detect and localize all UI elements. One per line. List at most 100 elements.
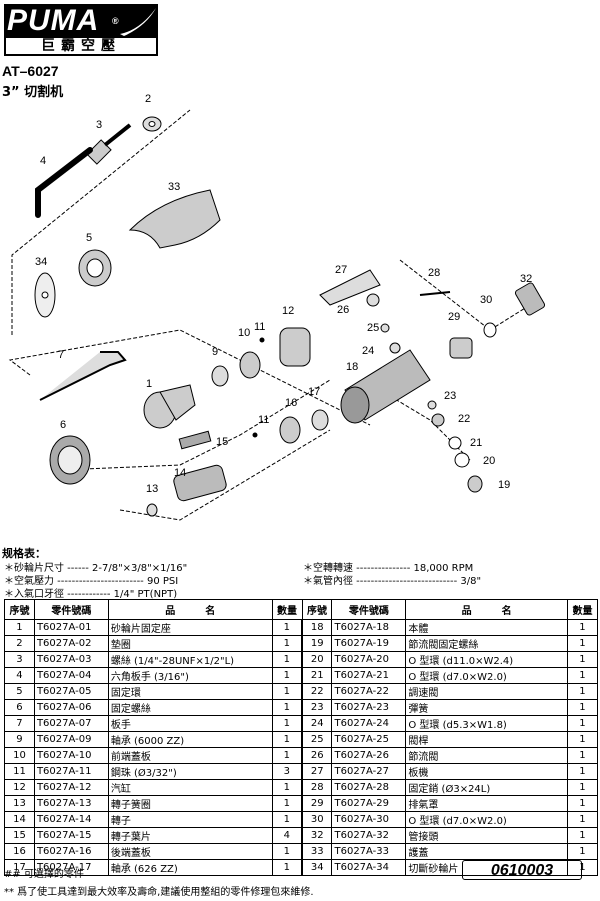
header-part-number: 零件號碼 [331, 599, 407, 620]
part-no: 21 [301, 667, 333, 684]
part-description: 汽缸 [107, 779, 273, 796]
part-qty: 1 [271, 683, 304, 700]
part-no: 33 [301, 843, 333, 860]
svg-text:27: 27 [335, 264, 347, 276]
part-no: 9 [4, 731, 35, 748]
part-description: 固定銷 (Ø3×24L) [405, 779, 568, 796]
svg-text:1: 1 [146, 378, 152, 390]
part-no: 25 [301, 731, 333, 748]
part-number: T6027A-33 [331, 843, 407, 860]
svg-text:2: 2 [145, 93, 151, 105]
product-name: 3” 切割机 [2, 85, 64, 100]
part-description: 轉子 [107, 811, 273, 828]
svg-text:11: 11 [254, 321, 265, 333]
part-no: 3 [4, 651, 35, 668]
part-number: T6027A-01 [33, 619, 109, 636]
svg-text:7: 7 [58, 349, 64, 361]
part-qty: 1 [271, 747, 304, 764]
part-number: T6027A-26 [331, 747, 407, 764]
part-number: T6027A-15 [33, 827, 109, 844]
document-code: 0610003 [462, 860, 582, 880]
part-no: 32 [301, 827, 333, 844]
part-no: 22 [301, 683, 333, 700]
part-no: 24 [301, 715, 333, 732]
part-description: O 型環 (d5.3×W1.8) [405, 715, 568, 732]
svg-text:30: 30 [480, 294, 492, 306]
part-qty: 1 [566, 827, 599, 844]
part-qty: 1 [271, 635, 304, 652]
part-qty: 1 [271, 715, 304, 732]
part-qty: 1 [271, 779, 304, 796]
registered-mark: ® [112, 16, 120, 26]
part-description: O 型環 (d7.0×W2.0) [405, 667, 568, 684]
spec-air-pressure: ＊空氣壓力 ------------------------ 90 PSI [4, 576, 179, 587]
logo-brand-name: PUMA [7, 4, 100, 37]
part-number: T6027A-14 [33, 811, 109, 828]
svg-text:34: 34 [35, 256, 47, 268]
part-qty: 1 [271, 699, 304, 716]
part-qty: 1 [566, 811, 599, 828]
part-description: 排氣罩 [405, 795, 568, 812]
part-number: T6027A-18 [331, 619, 407, 636]
part-number: T6027A-23 [331, 699, 407, 716]
optional-parts-note: ## 可選擇的零件 [4, 869, 84, 880]
part-number: T6027A-07 [33, 715, 109, 732]
part-qty: 1 [566, 747, 599, 764]
part-description: 六角板手 (3/16") [107, 667, 273, 684]
swoosh-icon [120, 8, 156, 36]
part-description: 固定螺絲 [107, 699, 273, 716]
part-description: 軸承 (6000 ZZ) [107, 731, 273, 748]
svg-text:10: 10 [238, 327, 250, 339]
part-no: 23 [301, 699, 333, 716]
part-number: T6027A-04 [33, 667, 109, 684]
part-no: 2 [4, 635, 35, 652]
svg-text:16: 16 [285, 397, 297, 409]
part-description: 節流閥 [405, 747, 568, 764]
model-number: AT–6027 [2, 63, 59, 79]
part-description: 前端蓋板 [107, 747, 273, 764]
part-qty: 1 [566, 667, 599, 684]
part-description: 板機 [405, 763, 568, 780]
part-qty: 1 [566, 763, 599, 780]
puma-logo: PUMA ® 巨霸空壓 [4, 4, 158, 56]
part-number: T6027A-27 [331, 763, 407, 780]
part-description: 轉子簧圈 [107, 795, 273, 812]
part-number: T6027A-24 [331, 715, 407, 732]
part-number: T6027A-02 [33, 635, 109, 652]
part-description: O 型環 (d11.0×W2.4) [405, 651, 568, 668]
svg-text:18: 18 [346, 361, 358, 373]
part-number: T6027A-10 [33, 747, 109, 764]
part-no: 14 [4, 811, 35, 828]
svg-text:22: 22 [458, 413, 470, 425]
header-qty: 數量 [271, 599, 303, 620]
part-number: T6027A-21 [331, 667, 407, 684]
part-number: T6027A-12 [33, 779, 109, 796]
svg-text:14: 14 [174, 467, 186, 479]
part-description: 鋼珠 (Ø3/32") [107, 763, 273, 780]
part-no: 18 [301, 619, 333, 636]
part-description: 本體 [405, 619, 568, 636]
part-number: T6027A-13 [33, 795, 109, 812]
part-no: 11 [4, 763, 35, 780]
part-number: T6027A-09 [33, 731, 109, 748]
part-qty: 1 [566, 859, 599, 876]
svg-text:25: 25 [367, 322, 379, 334]
part-description: 閥桿 [405, 731, 568, 748]
svg-text:12: 12 [282, 305, 294, 317]
header-part-number: 零件號碼 [33, 599, 109, 620]
part-no: 28 [301, 779, 333, 796]
header-description: 品 名 [107, 599, 273, 620]
part-no: 30 [301, 811, 333, 828]
svg-text:33: 33 [168, 181, 180, 193]
spec-disc-size: ＊砂輪片尺寸 ------ 2-7/8"×3/8"×1/16" [4, 563, 188, 574]
part-qty: 1 [566, 683, 599, 700]
